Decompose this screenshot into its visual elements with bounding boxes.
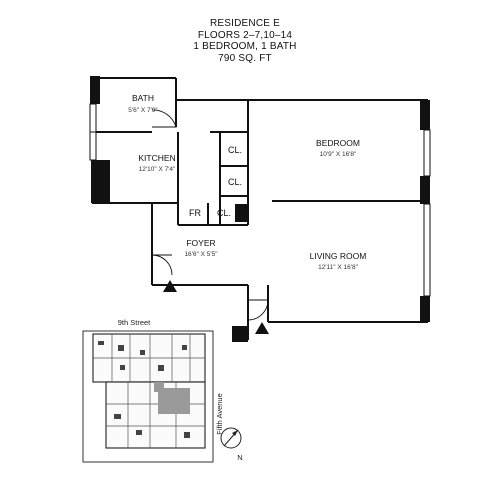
entry-arrow [163, 280, 177, 292]
layout-line: 1 BEDROOM, 1 BATH [193, 41, 297, 52]
bath-dims: 5'6" X 7'9" [128, 107, 158, 114]
fr-label: FR [189, 208, 201, 218]
closet-label-1: CL. [228, 145, 242, 155]
entry-arrow-living [255, 322, 269, 334]
bath-label: BATH [132, 93, 154, 103]
foyer-label: FOYER [186, 238, 215, 248]
bedroom-dims: 10'9" X 16'8" [320, 151, 357, 158]
foyer-dims: 16'6" X 5'5" [184, 251, 218, 258]
key-plan-street-label: 9th Street [118, 318, 151, 327]
key-plan-avenue-label: Fifth Avenue [215, 393, 224, 435]
living-room-dims: 12'11" X 16'8" [318, 264, 359, 271]
bedroom-label: BEDROOM [316, 138, 360, 148]
walls [91, 77, 429, 340]
plan-header: RESIDENCE E FLOORS 2–7,10–14 1 BEDROOM, … [160, 18, 330, 64]
residence-title: RESIDENCE E [210, 18, 280, 29]
north-label: N [237, 453, 242, 462]
kitchen-label: KITCHEN [138, 153, 175, 163]
living-room-label: LIVING ROOM [310, 251, 367, 261]
residence-e-highlight [158, 388, 190, 414]
area-line: 790 SQ. FT [218, 52, 272, 64]
kitchen-dims: 12'10" X 7'4" [139, 166, 176, 173]
closet-label-3: CL. [217, 208, 231, 218]
windows [89, 103, 431, 297]
door-swings [151, 109, 269, 321]
north-arrow-icon [220, 427, 242, 449]
closet-label-2: CL. [228, 177, 242, 187]
key-plan: 9th Street [82, 318, 243, 463]
columns [90, 76, 430, 342]
floors-line: FLOORS 2–7,10–14 [197, 29, 293, 41]
